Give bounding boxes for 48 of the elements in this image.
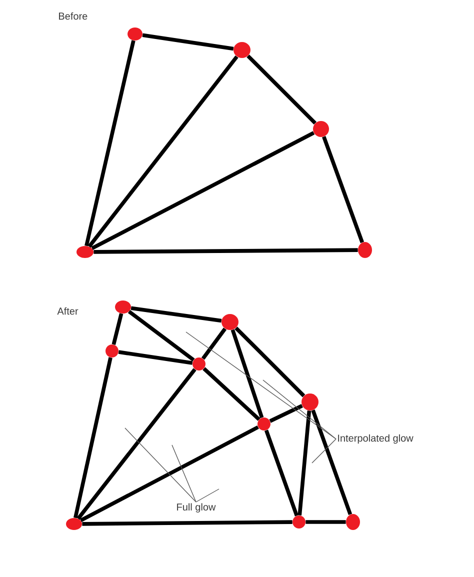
vertex-dot: [292, 516, 306, 528]
leader-line: [262, 380, 336, 440]
line-segment: [230, 329, 264, 418]
line-segment: [322, 136, 364, 244]
vertex-dot: [66, 518, 82, 530]
vertex-dot: [222, 314, 238, 330]
vertex-dot: [234, 42, 250, 58]
line-segment: [201, 328, 227, 360]
vertex-dot: [76, 246, 94, 258]
line-segment: [128, 310, 195, 362]
vertex-dot: [258, 418, 270, 430]
line-segment: [130, 306, 222, 323]
line-segment: [118, 350, 193, 365]
line-segment: [112, 313, 124, 345]
line-segment: [306, 520, 346, 524]
leader-line: [186, 332, 336, 440]
vertex-dot: [106, 344, 118, 358]
line-segment: [80, 425, 259, 522]
line-segment: [311, 410, 352, 516]
leader-line: [124, 428, 196, 502]
line-segment: [73, 357, 112, 518]
vertex-dot: [192, 358, 206, 370]
line-segment: [94, 248, 358, 254]
vertex-dot: [302, 394, 318, 410]
callout-label: Full glow: [177, 503, 216, 513]
callout-label: Interpolated glow: [338, 434, 414, 444]
vertex-dot: [128, 28, 142, 40]
line-segment: [76, 368, 196, 520]
line-segment: [264, 430, 299, 516]
vertex-dot: [358, 242, 372, 258]
vertex-dot: [115, 300, 131, 314]
leader-line: [172, 444, 196, 502]
line-segment: [246, 54, 317, 125]
line-segment: [142, 33, 234, 51]
line-segment: [84, 40, 136, 246]
line-segment: [234, 326, 306, 398]
line-segment: [269, 404, 303, 423]
leader-line: [196, 488, 220, 502]
line-segment: [82, 520, 292, 526]
section-label: After: [57, 307, 78, 315]
section-label: Before: [59, 12, 88, 20]
leader-line: [312, 438, 336, 464]
vertex-dot: [346, 514, 360, 530]
vertex-dot: [313, 121, 329, 137]
line-segment: [91, 131, 315, 250]
line-segment: [202, 367, 260, 421]
line-segment: [298, 410, 312, 516]
line-segment: [88, 55, 238, 248]
